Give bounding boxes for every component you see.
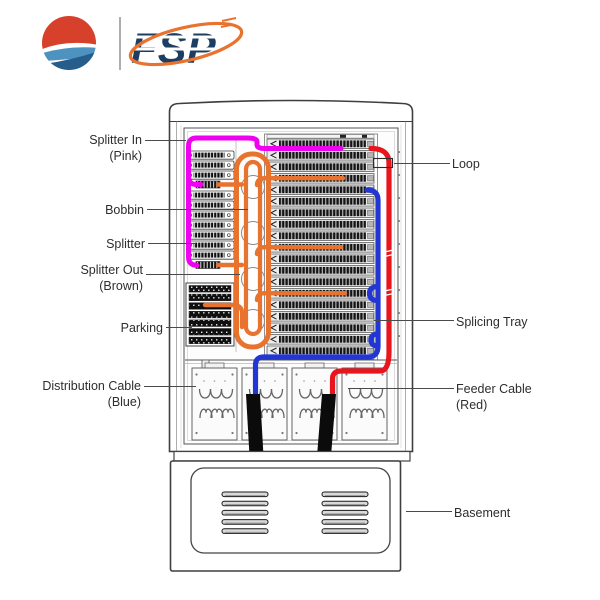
leader-feeder-cable bbox=[348, 388, 454, 390]
stencil-slit bbox=[126, 47, 244, 51]
leader-distribution-cable bbox=[144, 386, 196, 388]
cable-blue-distribution bbox=[252, 187, 381, 399]
label-distribution-cable: Distribution Cable(Blue) bbox=[42, 379, 141, 409]
leader-splitter bbox=[148, 243, 196, 245]
swoosh-ticks bbox=[220, 17, 237, 28]
splitter-modules bbox=[186, 150, 235, 260]
feeder-cable-sheath bbox=[317, 394, 336, 456]
label-parking: Parking bbox=[120, 321, 163, 335]
vent-panel bbox=[190, 467, 391, 554]
leader-loop bbox=[394, 163, 450, 165]
orbit-swoosh-icon bbox=[128, 21, 244, 67]
vent-slots bbox=[221, 491, 369, 534]
stencil-slit bbox=[126, 35, 244, 39]
leader-basement bbox=[406, 511, 452, 513]
distribution-cable-sheath bbox=[246, 394, 264, 456]
leader-splicing-tray bbox=[374, 320, 454, 322]
label-splitter-out: Splitter Out(Brown) bbox=[80, 263, 143, 293]
cable-pink-splitter-in bbox=[186, 135, 344, 268]
brand-logo: FSP bbox=[42, 16, 244, 73]
screw-dot-column bbox=[398, 151, 401, 337]
loop-marker bbox=[372, 157, 394, 169]
leader-splitter-in bbox=[145, 140, 186, 142]
label-splicing-tray: Splicing Tray bbox=[456, 315, 528, 329]
gland-section bbox=[185, 359, 397, 441]
label-bobbin: Bobbin bbox=[105, 203, 144, 217]
slack-marks bbox=[384, 249, 394, 297]
leader-bobbin bbox=[147, 209, 248, 211]
basement-section bbox=[169, 450, 411, 572]
parking-block bbox=[185, 282, 235, 347]
leader-splitter-out bbox=[146, 274, 240, 276]
label-splitter-in: Splitter In(Pink) bbox=[89, 133, 142, 163]
label-feeder-cable: Feeder Cable(Red) bbox=[456, 382, 532, 412]
label-basement: Basement bbox=[454, 506, 511, 520]
cable-red-feeder bbox=[329, 145, 394, 399]
label-splitter: Splitter bbox=[106, 237, 145, 251]
leader-parking bbox=[166, 327, 192, 329]
label-loop: Loop bbox=[452, 157, 480, 171]
cable-brown-splitter-out bbox=[202, 151, 348, 350]
